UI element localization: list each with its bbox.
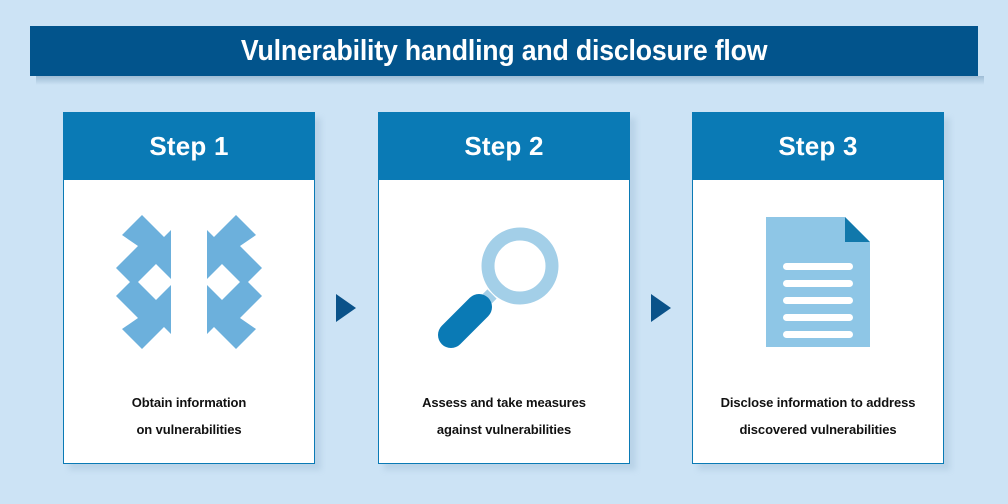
step-card-header-3: Step 3 (693, 113, 943, 180)
step-card-body-3: Disclose information to address discover… (693, 180, 943, 463)
document-icon (766, 216, 870, 347)
step-caption-line: discovered vulnerabilities (739, 422, 897, 437)
step-label-2: Step 2 (464, 131, 544, 161)
header-banner: Vulnerability handling and disclosure fl… (30, 26, 978, 76)
step-label-1: Step 1 (149, 131, 229, 161)
step-label-3: Step 3 (778, 131, 858, 161)
arrow-step2-to-step3-icon (651, 294, 671, 322)
step-icon-area-3 (693, 180, 943, 389)
step-card-3[interactable]: Step 3 Disclose informa (692, 112, 944, 464)
step-caption-line: on vulnerabilities (136, 422, 242, 437)
step-card-header-1: Step 1 (64, 113, 314, 180)
step-icon-area-1 (64, 180, 314, 389)
step-card-1[interactable]: Step 1 Obtain information on vulnerabili… (63, 112, 315, 464)
converging-arrows-icon (116, 214, 262, 349)
step-card-body-2: Assess and take measures against vulnera… (379, 180, 629, 463)
magnifying-glass-icon (438, 227, 559, 348)
steps-row: Step 1 Obtain information on vulnerabili… (0, 112, 1008, 470)
step-card-body-1: Obtain information on vulnerabilities (64, 180, 314, 463)
step-caption-line: Assess and take measures (422, 395, 586, 410)
step-card-header-2: Step 2 (379, 113, 629, 180)
step-caption-3: Disclose information to address discover… (693, 389, 943, 463)
step-card-2[interactable]: Step 2 Assess and take measures against … (378, 112, 630, 464)
step-caption-line: Obtain information (131, 395, 247, 410)
header-shadow (36, 76, 984, 85)
step-icon-area-2 (379, 180, 629, 389)
step-caption-2: Assess and take measures against vulnera… (379, 389, 629, 463)
step-caption-line: Disclose information to address (720, 395, 916, 410)
step-caption-line: against vulnerabilities (436, 422, 572, 437)
step-caption-1: Obtain information on vulnerabilities (64, 389, 314, 463)
page-title: Vulnerability handling and disclosure fl… (240, 34, 768, 67)
arrow-step1-to-step2-icon (336, 294, 356, 322)
